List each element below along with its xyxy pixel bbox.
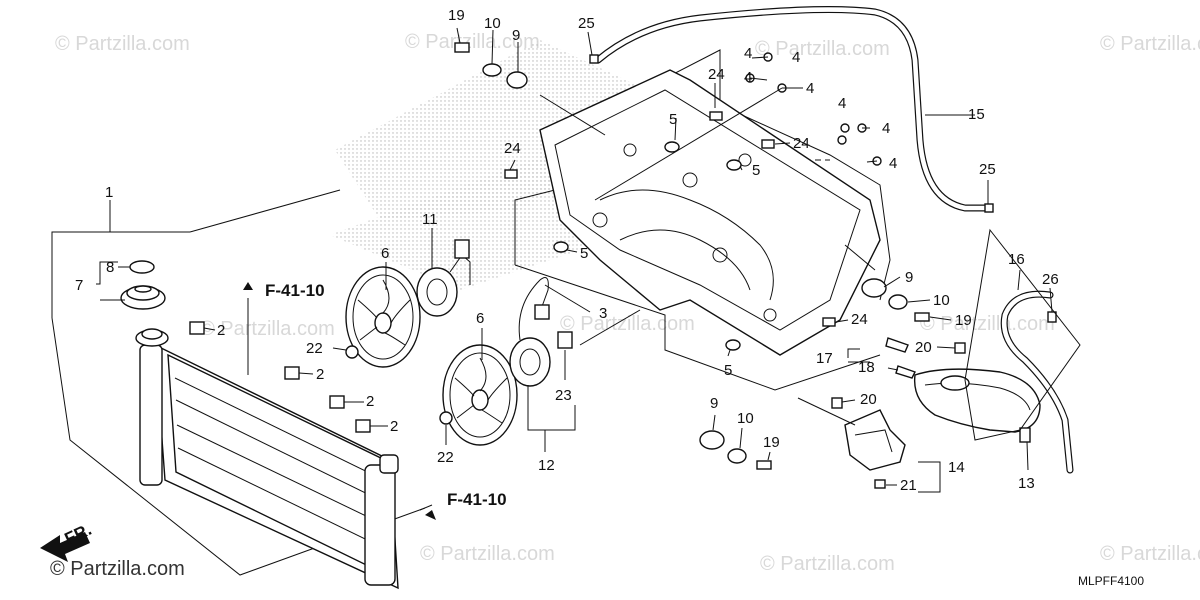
overflow-hose[interactable]: [1000, 290, 1074, 474]
hardware[interactable]: [345, 42, 1057, 489]
callout-labels: 1 2 2 2 2 3 4 4 4 4 4 4 4 5 5 5 5 6 6 7 …: [75, 7, 1059, 494]
callout-22: 22: [306, 340, 323, 357]
callout-11: 11: [422, 211, 438, 228]
callout-13: 13: [1018, 475, 1035, 492]
callout-15: 15: [968, 106, 985, 123]
reference-label-upper: F-41-10: [265, 281, 325, 300]
siphon-hose[interactable]: [594, 6, 989, 212]
callout-4: 4: [744, 69, 752, 86]
callout-19: 19: [763, 434, 780, 451]
watermark-3: © Partzilla.com: [755, 38, 890, 60]
callout-4: 4: [806, 80, 814, 97]
reference-f-41-10-upper[interactable]: F-41-10: [243, 281, 325, 375]
clips[interactable]: [189, 321, 371, 433]
callout-19: 19: [955, 312, 972, 329]
callout-5: 5: [669, 111, 677, 128]
callout-16: 16: [1008, 251, 1025, 268]
callout-4: 4: [744, 45, 752, 62]
leader-lines: [96, 27, 1081, 493]
callout-10: 10: [484, 15, 501, 32]
reference-f-41-10-lower[interactable]: F-41-10: [419, 490, 507, 520]
front-direction-marker: FR.: [40, 520, 95, 562]
callout-3: 3: [599, 305, 607, 322]
callout-22: 22: [437, 449, 454, 466]
callout-23: 23: [555, 387, 572, 404]
callout-20: 20: [860, 391, 877, 408]
callout-18: 18: [858, 359, 875, 376]
watermark-8: © Partzilla.com: [420, 543, 555, 565]
callout-4: 4: [792, 49, 800, 66]
callout-9: 9: [512, 27, 520, 44]
callout-4: 4: [838, 95, 846, 112]
reference-label-lower: F-41-10: [447, 490, 507, 509]
callout-24: 24: [504, 140, 521, 157]
callout-19: 19: [448, 7, 465, 24]
diagram-code: MLPFF4100: [1078, 574, 1144, 588]
callout-25: 25: [979, 161, 996, 178]
callout-2: 2: [366, 393, 374, 410]
callout-2: 2: [217, 322, 225, 339]
watermark-2: © Partzilla.com: [405, 31, 540, 53]
callout-24: 24: [851, 311, 868, 328]
callout-14: 14: [948, 459, 965, 476]
callout-8: 8: [106, 259, 114, 276]
callout-10: 10: [737, 410, 754, 427]
callout-9: 9: [905, 269, 913, 286]
callout-7: 7: [75, 277, 83, 294]
fan-shroud[interactable]: [539, 69, 881, 356]
callout-17: 17: [816, 350, 833, 367]
watermarks: © Partzilla.com © Partzilla.com © Partzi…: [55, 31, 1200, 575]
fan-motor-lower[interactable]: [509, 277, 573, 387]
watermark-5: © Partzilla.com: [200, 318, 335, 340]
callout-1: 1: [105, 184, 113, 201]
callout-21: 21: [900, 477, 917, 494]
callout-24: 24: [708, 66, 725, 83]
reserve-tank[interactable]: [913, 368, 1041, 443]
watermark-4: © Partzilla.com: [1100, 33, 1200, 55]
watermark-10: © Partzilla.com: [1100, 543, 1200, 565]
watermark-6: © Partzilla.com: [560, 313, 695, 335]
callout-24: 24: [793, 135, 810, 152]
o-ring[interactable]: [129, 260, 155, 274]
callout-5: 5: [724, 362, 732, 379]
callout-4: 4: [882, 120, 890, 137]
callout-6: 6: [381, 245, 389, 262]
callout-25: 25: [578, 15, 595, 32]
callout-10: 10: [933, 292, 950, 309]
callout-9: 9: [710, 395, 718, 412]
watermark-7: © Partzilla.com: [920, 313, 1055, 335]
callout-4: 4: [889, 155, 897, 172]
footer-watermark: © Partzilla.com: [50, 558, 185, 580]
fan-motor-upper[interactable]: [416, 239, 471, 317]
callout-2: 2: [316, 366, 324, 383]
radiator-cap[interactable]: [120, 285, 166, 310]
watermark-1: © Partzilla.com: [55, 33, 190, 55]
fan-lower[interactable]: [442, 344, 518, 446]
callout-26: 26: [1042, 271, 1059, 288]
callout-5: 5: [752, 162, 760, 179]
tank-bracket[interactable]: [844, 409, 906, 471]
watermark-9: © Partzilla.com: [760, 553, 895, 575]
callout-6: 6: [476, 310, 484, 327]
callout-20: 20: [915, 339, 932, 356]
callout-5: 5: [580, 245, 588, 262]
fan-upper[interactable]: [345, 266, 421, 368]
radiator-core[interactable]: [135, 328, 399, 590]
callout-12: 12: [538, 457, 555, 474]
callout-2: 2: [390, 418, 398, 435]
